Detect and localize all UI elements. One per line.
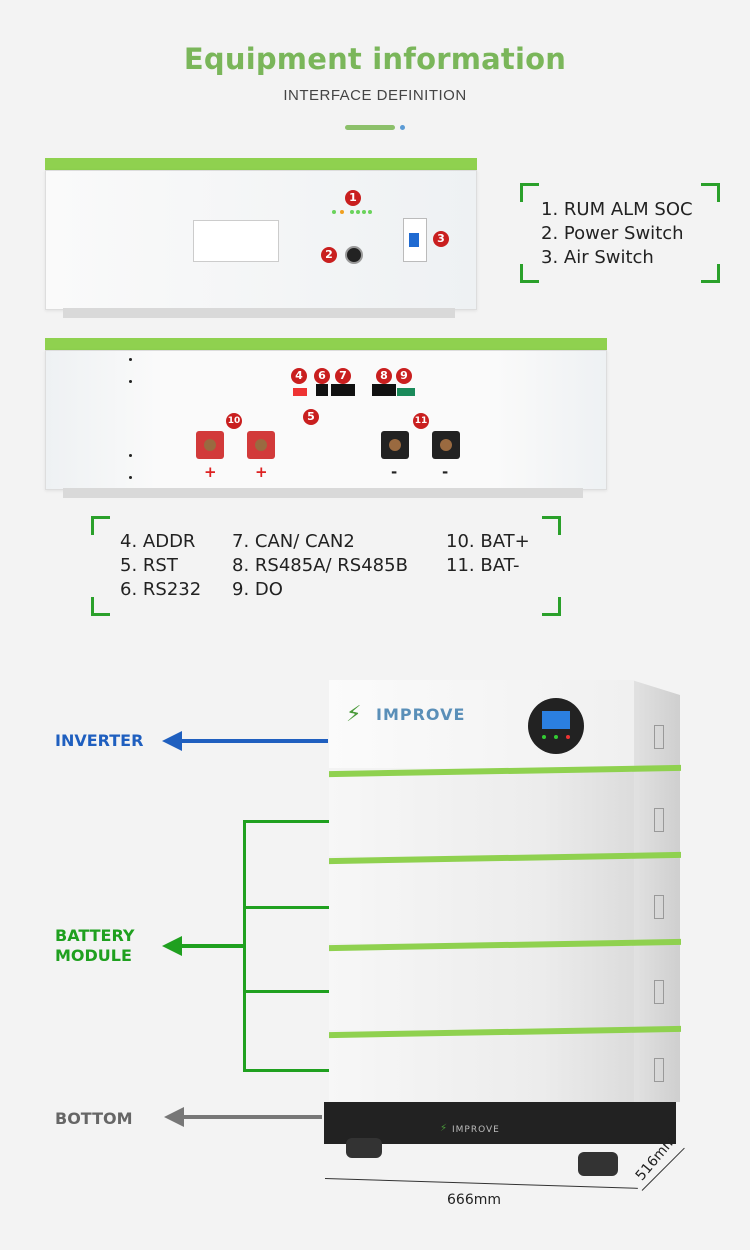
page-subtitle: INTERFACE DEFINITION xyxy=(283,87,467,104)
bracket-corner xyxy=(520,264,539,283)
bracket-corner xyxy=(542,516,561,535)
badge-11: 11 xyxy=(413,413,429,429)
side-handle xyxy=(654,808,664,832)
wheel xyxy=(578,1152,618,1176)
legend-item-3: 3. Air Switch xyxy=(541,247,654,268)
bracket-corner xyxy=(701,264,720,283)
rear-panel-shadow xyxy=(63,488,583,498)
side-handle xyxy=(654,1058,664,1082)
side-handle xyxy=(654,725,664,749)
badge-5: 5 xyxy=(303,409,319,425)
legend-item-7: 7. CAN/ CAN2 xyxy=(232,531,355,552)
bat-minus-terminal-1 xyxy=(381,431,409,459)
can-port xyxy=(331,384,355,396)
led-row xyxy=(332,210,374,214)
base-logo-icon: ⚡ xyxy=(440,1123,448,1134)
badge-9: 9 xyxy=(396,368,412,384)
bracket-corner xyxy=(91,597,110,616)
bat-plus-terminal-2 xyxy=(247,431,275,459)
screw-dot xyxy=(129,358,132,361)
front-panel-green-top xyxy=(45,158,477,170)
inverter-arrow-head-icon xyxy=(162,731,182,751)
inverter-arrow-line xyxy=(178,739,328,743)
minus-sign-1: - xyxy=(391,463,398,481)
divider-dot xyxy=(400,125,405,130)
battery-bracket-tick xyxy=(243,820,329,823)
badge-10: 10 xyxy=(226,413,242,429)
badge-7: 7 xyxy=(335,368,351,384)
bracket-corner xyxy=(701,183,720,202)
battery-bracket-tick xyxy=(243,1069,329,1072)
rs232-port xyxy=(316,384,328,396)
battery-layer-2 xyxy=(329,859,634,943)
brand-logo-icon: ⚡ xyxy=(346,702,362,727)
bat-minus-terminal-2 xyxy=(432,431,460,459)
battery-arrow-line xyxy=(178,944,246,948)
side-handle xyxy=(654,895,664,919)
battery-arrow-head-icon xyxy=(162,936,182,956)
divider-bar xyxy=(345,125,395,130)
bottom-arrow-line xyxy=(180,1115,322,1119)
addr-dip-switch xyxy=(293,388,307,396)
brand-name: IMPROVE xyxy=(376,705,466,724)
legend-item-1: 1. RUM ALM SOC xyxy=(541,199,693,220)
screw-dot xyxy=(129,476,132,479)
page-title: Equipment information xyxy=(183,42,567,76)
do-port xyxy=(397,388,415,396)
legend-item-8: 8. RS485A/ RS485B xyxy=(232,555,408,576)
bottom-label: BOTTOM xyxy=(55,1109,133,1128)
legend-item-9: 9. DO xyxy=(232,579,283,600)
bracket-corner xyxy=(91,516,110,535)
plus-sign-1: + xyxy=(204,463,217,481)
battery-layer-4 xyxy=(329,1033,634,1103)
power-switch-knob xyxy=(345,246,363,264)
battery-stack-image: ⚡ IMPROVE ⚡ IMPROVE INVERTER BATTERY MOD… xyxy=(0,670,750,1250)
badge-3: 3 xyxy=(433,231,449,247)
minus-sign-2: - xyxy=(442,463,449,481)
legend-item-2: 2. Power Switch xyxy=(541,223,684,244)
bracket-corner xyxy=(520,183,539,202)
inverter-display xyxy=(528,698,584,754)
bracket-corner xyxy=(542,597,561,616)
width-dimension-value: 666mm xyxy=(447,1192,501,1208)
legend-item-10: 10. BAT+ xyxy=(446,531,530,552)
battery-module-label: BATTERY MODULE xyxy=(55,926,135,965)
width-dimension-line xyxy=(324,1178,638,1189)
battery-bracket-tick xyxy=(243,990,329,993)
badge-4: 4 xyxy=(291,368,307,384)
battery-layer-3 xyxy=(329,946,634,1030)
legend-item-4: 4. ADDR xyxy=(120,531,196,552)
side-handle xyxy=(654,980,664,1004)
inverter-label: INVERTER xyxy=(55,731,144,750)
rear-panel-green-top xyxy=(45,338,607,350)
badge-6: 6 xyxy=(314,368,330,384)
legend-item-5: 5. RST xyxy=(120,555,178,576)
bottom-legend-box: 4. ADDR 5. RST 6. RS232 7. CAN/ CAN2 8. … xyxy=(91,516,561,616)
battery-bracket-vertical xyxy=(243,820,246,1072)
badge-8: 8 xyxy=(376,368,392,384)
battery-bracket-tick xyxy=(243,906,329,909)
plus-sign-2: + xyxy=(255,463,268,481)
bat-plus-terminal-1 xyxy=(196,431,224,459)
display-window xyxy=(193,220,279,262)
battery-layer-1 xyxy=(329,772,634,856)
badge-1: 1 xyxy=(345,190,361,206)
legend-item-6: 6. RS232 xyxy=(120,579,202,600)
inverter-layer xyxy=(329,680,634,768)
front-panel-shadow xyxy=(63,308,455,318)
front-panel-image: 1 2 3 xyxy=(45,158,477,318)
screw-dot xyxy=(129,454,132,457)
legend-item-11: 11. BAT- xyxy=(446,555,520,576)
badge-2: 2 xyxy=(321,247,337,263)
wheel xyxy=(346,1138,382,1158)
base-brand-name: IMPROVE xyxy=(452,1125,500,1135)
rs485-port xyxy=(372,384,396,396)
rear-panel-image: + + - - 4 5 6 7 8 9 10 11 xyxy=(45,338,607,498)
air-switch xyxy=(403,218,427,262)
top-legend-box: 1. RUM ALM SOC 2. Power Switch 3. Air Sw… xyxy=(520,183,720,283)
bottom-arrow-head-icon xyxy=(164,1107,184,1127)
cabinet-base xyxy=(324,1102,676,1144)
screw-dot xyxy=(129,380,132,383)
